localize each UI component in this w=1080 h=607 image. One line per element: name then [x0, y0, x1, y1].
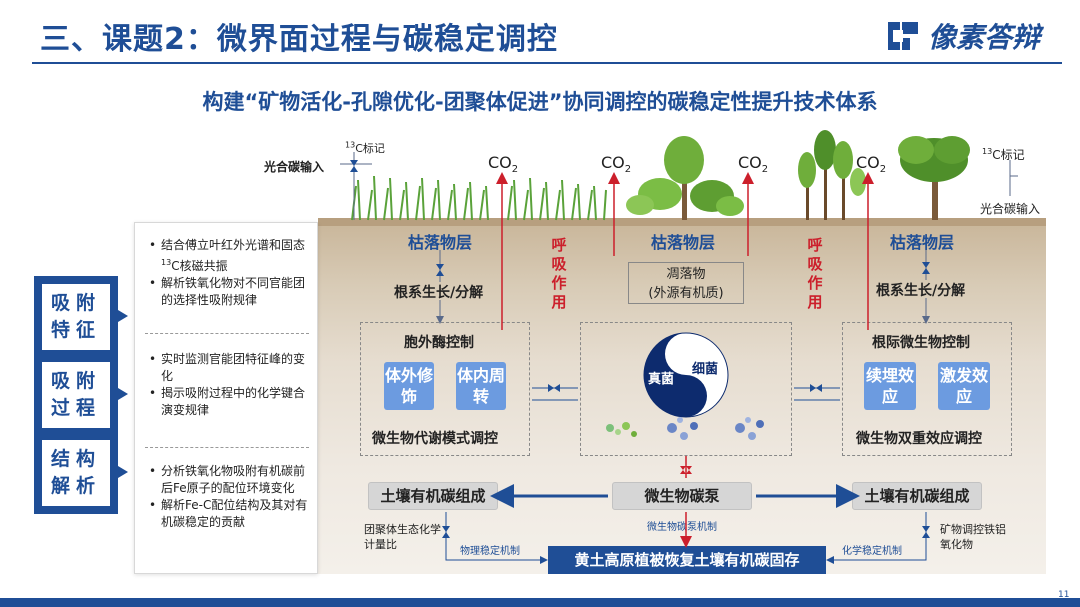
c13-label-left: 13C标记: [345, 140, 385, 155]
page-title: 三、课题2：微界面过程与碳稳定调控: [40, 22, 558, 57]
respiration-right: 呼吸作用: [807, 236, 823, 311]
metabolic-regulation-label: 微生物代谢模式调控: [372, 431, 498, 447]
category-adsorption-feature: 吸附特征: [42, 284, 110, 350]
bullet-group-adsorption-process: •实时监测官能团特征峰的变化 •揭示吸附过程中的化学键合演变规律: [149, 352, 306, 417]
in-vivo-turnover-box: 体内周转: [456, 362, 506, 410]
root-growth-right: 根系生长/分解: [876, 283, 966, 299]
litter-layer-middle: 枯落物层: [651, 233, 716, 252]
logo-mark-icon: [886, 18, 922, 54]
soc-composition-right: 土壤有机碳组成: [852, 482, 982, 510]
mineral-regulation-label: 矿物调控铁铝氧化物: [940, 523, 1006, 551]
microbial-carbon-pump: 微生物碳泵: [612, 482, 752, 510]
bacteria-label: 细菌: [692, 362, 719, 377]
separator: [145, 333, 309, 334]
root-growth-left: 根系生长/分解: [394, 285, 484, 301]
bullet-group-structure-analysis: •分析铁氧化物吸附有机碳前后Fe原子的配位环境变化 •解析Fe-C配位结构及其对…: [149, 464, 308, 529]
page-number: 11: [1058, 590, 1070, 600]
extracellular-enzyme-panel: [360, 322, 530, 456]
logo-text: 像素答辩: [928, 21, 1041, 54]
photosynthetic-input-right: 光合碳输入: [980, 202, 1041, 216]
aggregate-stoichiometry-label: 团聚体生态化学计量比: [364, 523, 441, 551]
left-panel: •结合傅立叶红外光谱和固态13C核磁共振 •解析铁氧化物对不同官能团的选择性吸附…: [134, 222, 318, 574]
category-adsorption-process: 吸附过程: [42, 362, 110, 428]
chemical-mechanism-label: 化学稳定机制: [842, 546, 902, 557]
arrow-right-icon: [118, 310, 128, 322]
arrow-right-icon: [118, 466, 128, 478]
loess-plateau-sequestration-box: 黄土高原植被恢复土壤有机碳固存: [548, 546, 826, 574]
arrow-right-icon: [118, 388, 128, 400]
bullet-group-adsorption-feature: •结合傅立叶红外光谱和固态13C核磁共振 •解析铁氧化物对不同官能团的选择性吸附…: [149, 238, 306, 307]
shrub-icon: [626, 136, 744, 220]
category-structure-analysis: 结构解析: [42, 440, 110, 506]
litter-layer-left: 枯落物层: [408, 233, 473, 252]
withered-material-box: 凋落物 (外源有机质): [628, 262, 744, 304]
in-vitro-modification-box: 体外修饰: [384, 362, 434, 410]
soil-surface: [318, 218, 1046, 226]
extracellular-enzyme-title: 胞外酶控制: [404, 335, 474, 351]
grass-icon: [351, 175, 607, 221]
burial-effect-box: 续埋效应: [864, 362, 916, 410]
co2-label-1: CO2: [488, 153, 519, 176]
respiration-left: 呼吸作用: [551, 236, 567, 311]
title-divider: [32, 62, 1062, 64]
subtitle: 构建“矿物活化-孔隙优化-团聚体促进”协同调控的碳稳定性提升技术体系: [202, 90, 878, 114]
fungi-label: 真菌: [648, 372, 675, 387]
priming-effect-box: 激发效应: [938, 362, 990, 410]
rhizosphere-microbe-title: 根际微生物控制: [872, 335, 970, 351]
category-bar: 吸附特征 吸附过程 结构解析: [34, 276, 128, 514]
co2-label-2: CO2: [601, 153, 632, 176]
pump-mechanism-label: 微生物碳泵机制: [647, 522, 717, 533]
microbe-panel: [580, 322, 792, 456]
footer-bar: [0, 598, 1080, 607]
physical-mechanism-label: 物理稳定机制: [460, 546, 520, 557]
photosynthetic-input-left: 光合碳输入: [264, 160, 325, 174]
c13-label-right: 13C标记: [982, 147, 1025, 162]
co2-label-3: CO2: [738, 153, 769, 176]
dual-effect-label: 微生物双重效应调控: [856, 431, 982, 447]
co2-label-4: CO2: [856, 153, 887, 176]
litter-layer-right: 枯落物层: [890, 233, 955, 252]
logo: 像素答辩: [886, 16, 1040, 56]
separator: [145, 447, 309, 448]
soc-composition-left: 土壤有机碳组成: [368, 482, 498, 510]
